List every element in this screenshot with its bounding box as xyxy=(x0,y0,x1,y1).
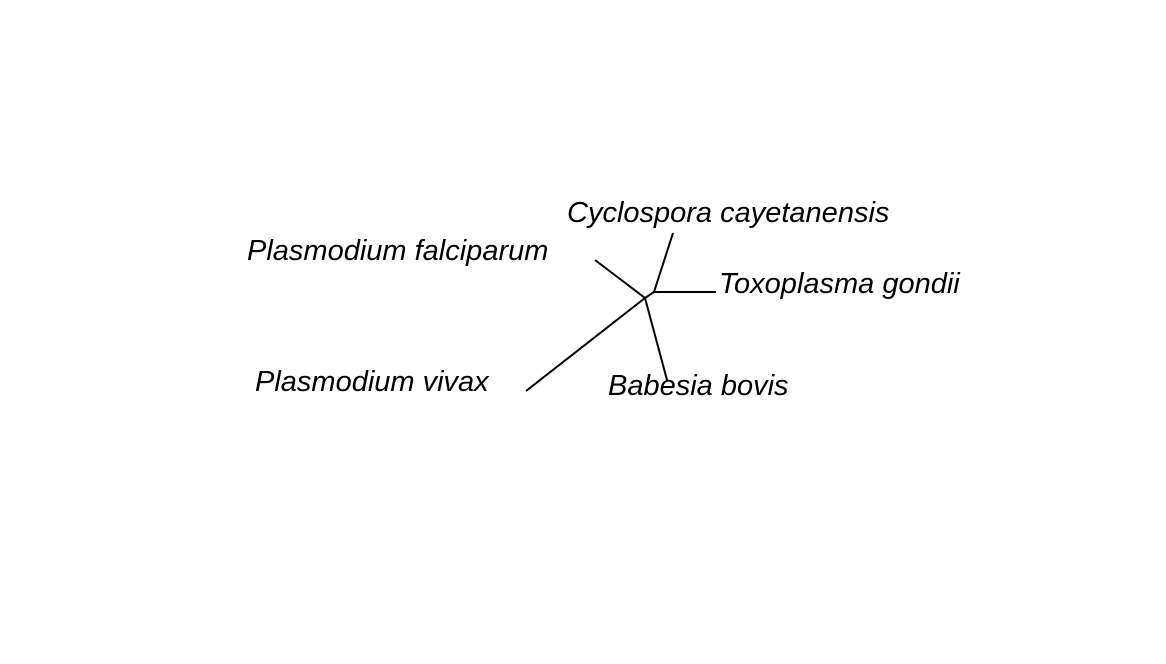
branch-plasmodium-vivax xyxy=(525,297,646,392)
branch-cyclospora-cayetanensis xyxy=(653,232,674,293)
taxon-label-toxoplasma-gondii: Toxoplasma gondii xyxy=(719,268,961,300)
taxon-label-babesia-bovis: Babesia bovis xyxy=(608,370,789,402)
taxon-label-cyclospora-cayetanensis: Cyclospora cayetanensis xyxy=(567,197,889,229)
taxon-label-plasmodium-vivax: Plasmodium vivax xyxy=(255,366,490,398)
branch-babesia-bovis xyxy=(644,297,668,381)
taxon-label-plasmodium-falciparum: Plasmodium falciparum xyxy=(247,235,548,267)
internal-branch xyxy=(644,291,655,299)
tree-labels: Cyclospora cayetanensis Plasmodium falci… xyxy=(247,197,961,402)
tree-branches xyxy=(525,232,716,392)
branch-plasmodium-falciparum xyxy=(594,259,646,299)
